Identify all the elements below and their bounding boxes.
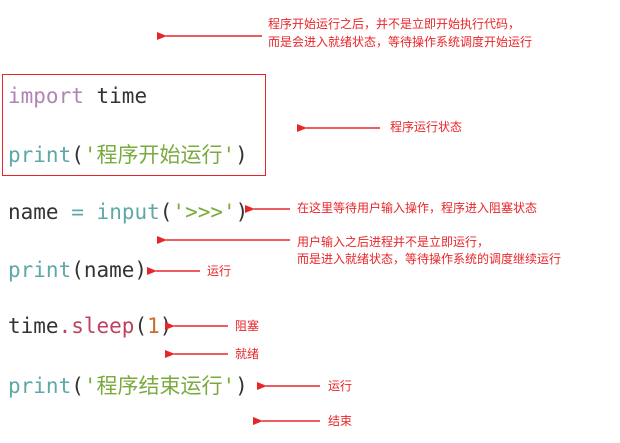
- note-start-line1: 程序开始运行之后，并不是立即开始执行代码，: [268, 17, 521, 31]
- note-run1: 运行: [207, 264, 232, 278]
- paren-open: (: [159, 200, 173, 224]
- builtin-print: print: [8, 143, 72, 167]
- string-end: '程序结束运行': [83, 374, 236, 398]
- paren-open: (: [134, 314, 148, 338]
- note-blocked-input: 在这里等待用户输入操作，程序进入阻塞状态: [297, 201, 538, 215]
- method-sleep: sleep: [71, 314, 135, 338]
- code-line-import: import time: [8, 84, 147, 108]
- running-state-box: [2, 74, 266, 176]
- builtin-print: print: [8, 374, 72, 398]
- note-after-input-line2: 而是进入就绪状态，等待操作系统的调度继续运行: [297, 252, 562, 266]
- note-running-state: 程序运行状态: [390, 120, 463, 134]
- paren-close: ): [235, 143, 248, 167]
- note-blocked: 阻塞: [235, 319, 260, 333]
- builtin-print: print: [8, 258, 72, 282]
- var-name: name: [8, 200, 59, 224]
- number-one: 1: [147, 314, 160, 338]
- module-time: time: [96, 84, 148, 108]
- note-after-input-line1: 用户输入之后进程并不是立即运行，: [297, 235, 490, 249]
- string-start: '程序开始运行': [83, 143, 236, 167]
- code-line-print-name: print(name): [8, 258, 147, 282]
- keyword-import: import: [8, 84, 84, 108]
- string-prompt: '>>>': [172, 200, 236, 224]
- dot-operator: .: [58, 314, 72, 338]
- paren-close: ): [235, 374, 248, 398]
- code-line-input: name = input('>>>'): [8, 200, 248, 224]
- note-end: 结束: [328, 414, 353, 428]
- builtin-input: input: [96, 200, 160, 224]
- args-name: (name): [71, 258, 148, 282]
- note-start-line2: 而是会进入就绪状态，等待操作系统调度开始运行: [268, 35, 533, 49]
- paren-open: (: [71, 143, 84, 167]
- module-time: time: [8, 314, 59, 338]
- operator-assign: =: [71, 200, 84, 224]
- note-run2: 运行: [328, 379, 353, 393]
- code-line-print-start: print('程序开始运行'): [8, 143, 248, 167]
- code-line-print-end: print('程序结束运行'): [8, 374, 248, 398]
- note-ready: 就绪: [235, 347, 260, 361]
- paren-open: (: [71, 374, 84, 398]
- code-line-sleep: time.sleep(1): [8, 314, 172, 338]
